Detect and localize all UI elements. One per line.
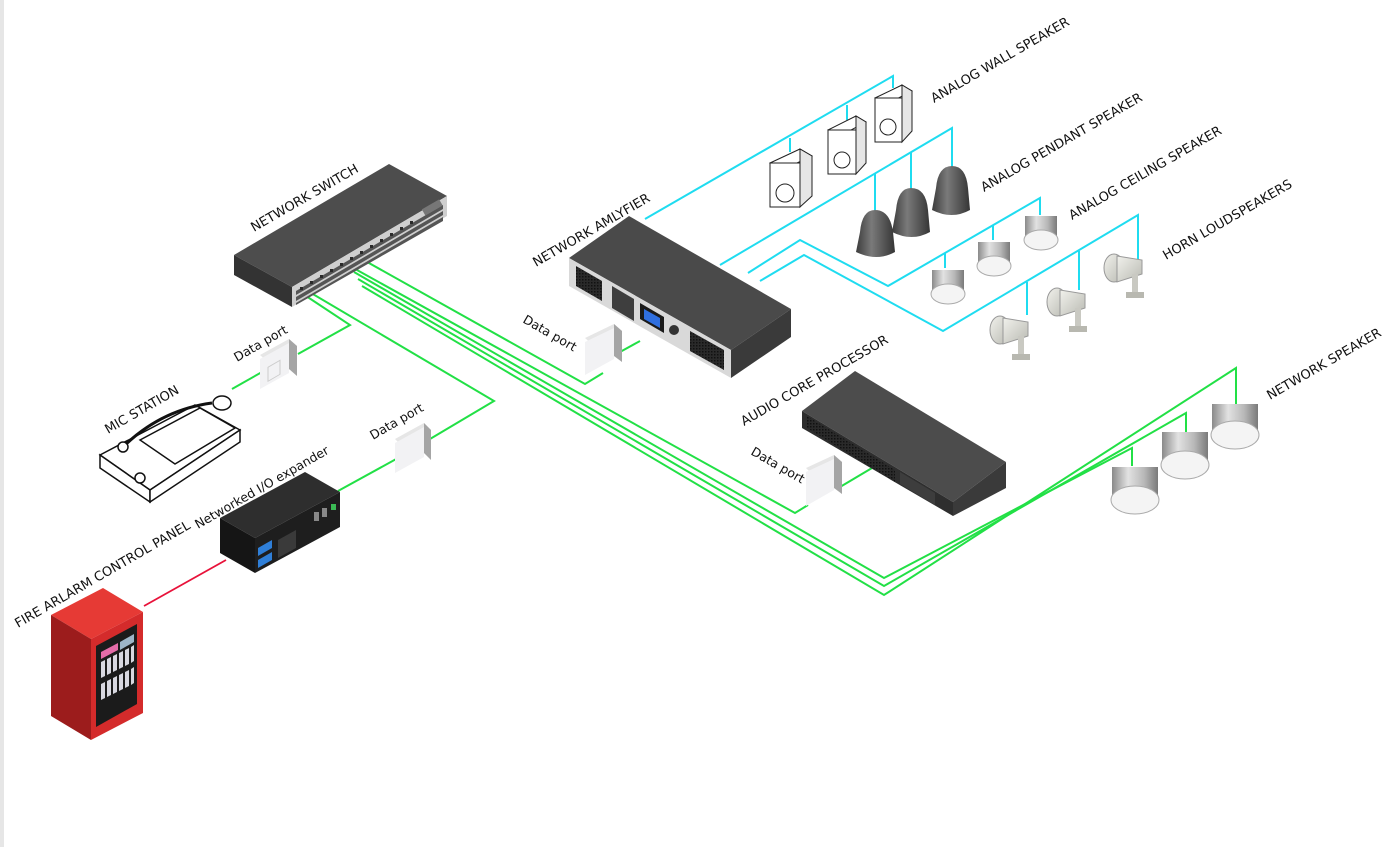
wire-switch-amp-dataport <box>359 257 604 386</box>
horn-speaker-2 <box>1046 287 1087 332</box>
fire-alarm-control-panel[interactable] <box>51 588 143 740</box>
label-horn-loudspeakers: HORN LOUDSPEAKERS <box>1161 177 1296 263</box>
wire-switch-net-speaker-2 <box>357 278 1187 588</box>
label-analog-wall-speaker: ANALOG WALL SPEAKER <box>929 15 1073 107</box>
pendant-speaker-3 <box>932 166 970 215</box>
wire-switch-core-dataport <box>347 264 809 515</box>
horn-loudspeakers[interactable] <box>989 253 1144 360</box>
analog-pendant-speakers[interactable] <box>856 166 970 257</box>
analog-wiring <box>644 74 1139 333</box>
data-port-io[interactable] <box>395 423 431 473</box>
wire-amp-horn-speakers <box>759 213 1139 333</box>
alarm-wiring <box>143 559 227 607</box>
wall-speaker-1 <box>768 148 814 209</box>
network-wiring <box>231 257 1237 597</box>
left-border <box>0 0 4 847</box>
wire-switch-net-speaker-3 <box>361 285 1237 597</box>
networked-io-expander[interactable] <box>220 472 340 573</box>
analog-ceiling-speakers[interactable] <box>930 216 1059 305</box>
label-analog-ceiling-speaker: ANALOG CEILING SPEAKER <box>1067 124 1225 224</box>
data-port-mic[interactable] <box>260 339 297 389</box>
wire-amp-pendant-speakers <box>719 126 953 266</box>
horn-speaker-3 <box>1103 253 1144 298</box>
wire-amp-ceiling-speakers <box>747 196 1041 288</box>
data-port-amp[interactable] <box>585 324 622 375</box>
network-speakers[interactable] <box>1110 404 1260 515</box>
wall-speaker-2 <box>827 115 868 176</box>
wire-dataport-amp <box>619 340 641 353</box>
analog-wall-speakers[interactable] <box>768 84 914 209</box>
wire-dataport-mic <box>231 371 263 390</box>
ceiling-speaker-2 <box>976 242 1012 277</box>
audio-core-processor[interactable] <box>802 371 1006 516</box>
wire-switch-net-speaker-1 <box>353 271 1133 580</box>
ceiling-speaker-3 <box>1023 216 1059 251</box>
network-speaker-1 <box>1110 467 1160 515</box>
wall-speaker-3 <box>874 84 914 144</box>
wire-switch-io-dataport <box>305 289 496 440</box>
horn-speaker-1 <box>989 315 1030 360</box>
data-port-core[interactable] <box>806 455 842 506</box>
label-data-port-core: Data port <box>749 444 808 487</box>
pendant-speaker-2 <box>892 188 930 237</box>
network-amplifier[interactable] <box>569 216 791 378</box>
label-network-speaker: NETWORK SPEAKER <box>1265 326 1382 404</box>
mic-station[interactable] <box>98 395 242 504</box>
wire-dataport-io <box>337 457 399 492</box>
network-speaker-3 <box>1210 404 1260 450</box>
wire-switch-mic-dataport <box>297 291 352 355</box>
network-switch[interactable] <box>234 164 447 307</box>
wire-amp-wall-speakers <box>644 74 894 220</box>
pendant-speaker-1 <box>856 210 895 257</box>
ceiling-speaker-1 <box>930 270 966 305</box>
label-data-port-amp: Data port <box>521 312 580 355</box>
network-speaker-2 <box>1160 432 1210 480</box>
wire-dataport-core <box>839 467 873 488</box>
wire-fire-panel-io-expander <box>143 559 227 607</box>
